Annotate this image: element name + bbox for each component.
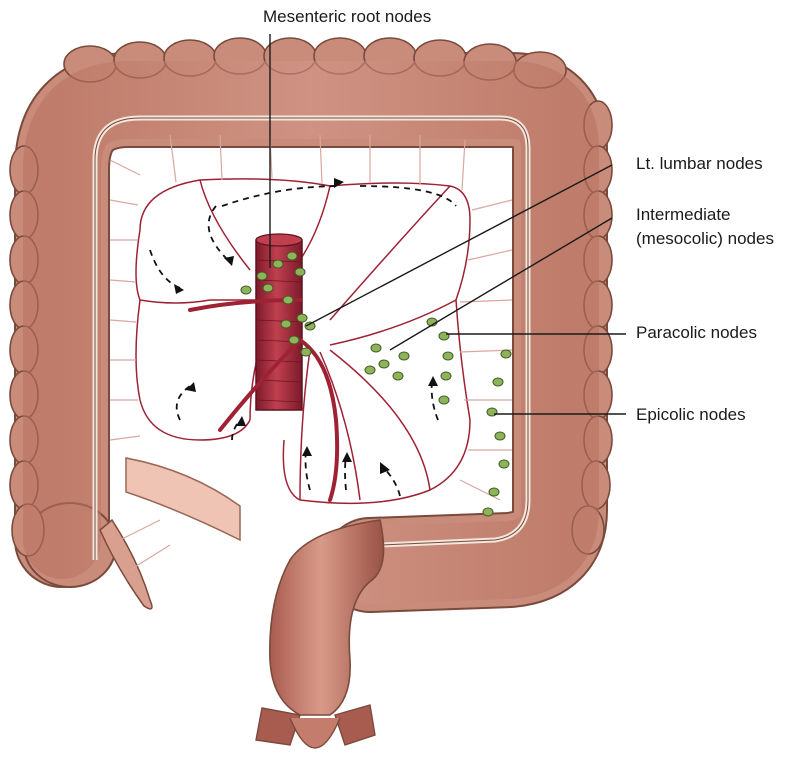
flow-arrow-left-mid [150,250,180,288]
flow-arrow-left [209,206,230,262]
lt-lumbar-nodes-label: Lt. lumbar nodes [636,153,763,175]
paracolic-nodes-label: Paracolic nodes [636,322,757,344]
flow-arrow-lower-left [177,386,190,420]
intermediate-nodes-label-line1: Intermediate [636,204,731,226]
intermediate-nodes-label-line2: (mesocolic) nodes [636,228,774,250]
flow-arrow-top-right [360,186,456,206]
epicolic-nodes-label: Epicolic nodes [636,404,746,426]
ileum [126,458,240,540]
rectum [256,520,384,748]
mesenteric-root-nodes-label: Mesenteric root nodes [263,6,431,28]
flow-arrow-top [222,186,340,206]
